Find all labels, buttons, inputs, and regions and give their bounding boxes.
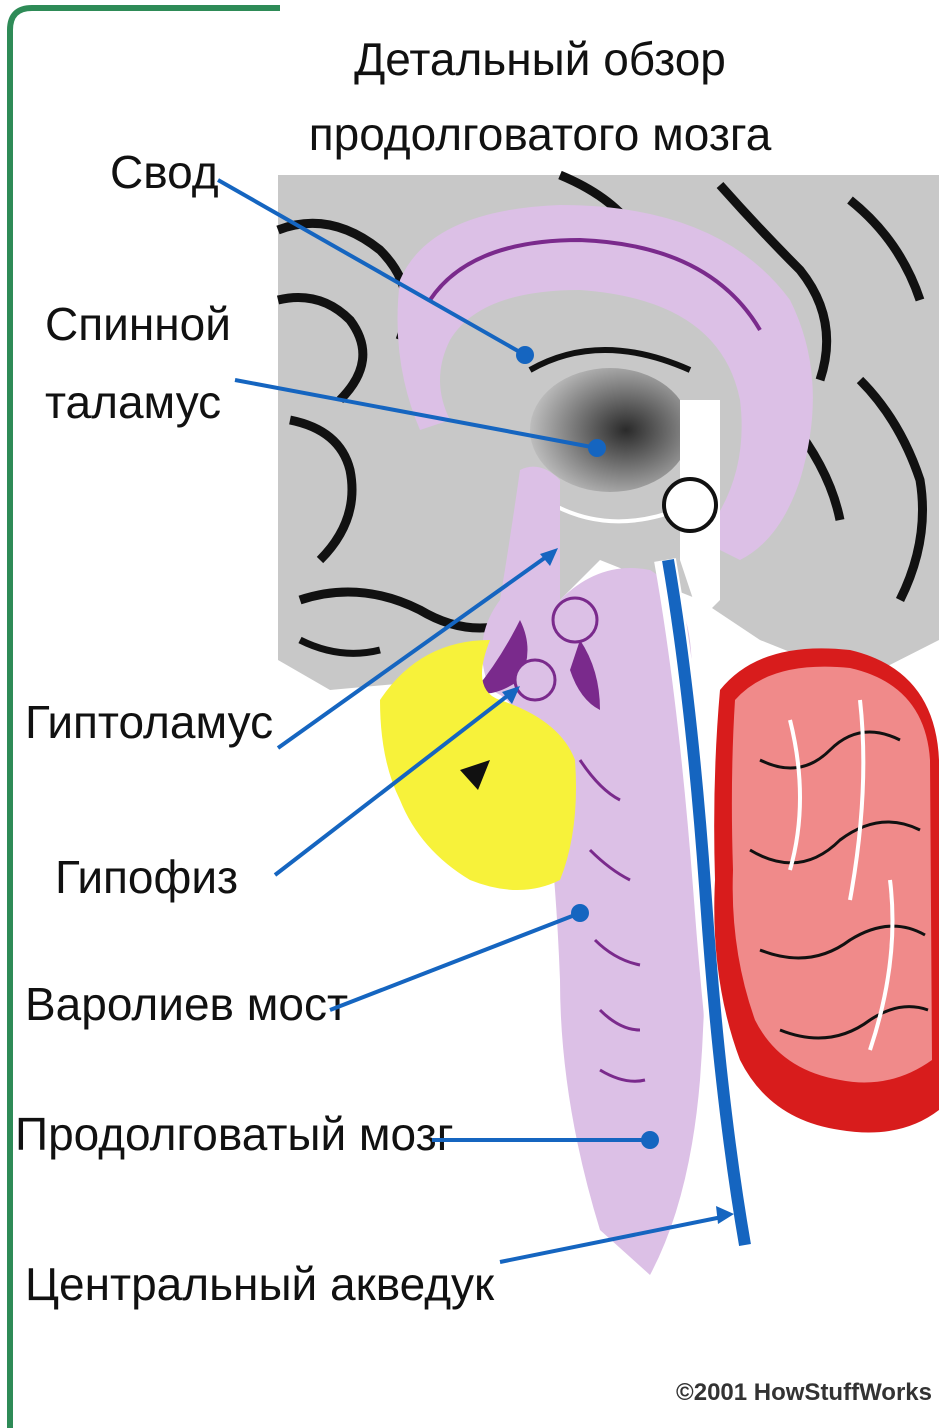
leader-thalamus-dot xyxy=(588,439,606,457)
label-aqueduct: Центральный акведук xyxy=(25,1258,495,1310)
leader-medulla-dot xyxy=(641,1131,659,1149)
label-hypothalamus: Гиптоламус xyxy=(25,696,273,748)
label-pituitary: Гипофиз xyxy=(55,851,238,903)
label-pons: Варолиев мост xyxy=(25,978,348,1030)
leader-fornix-dot xyxy=(516,346,534,364)
label-medulla: Продолговатый мозг xyxy=(15,1108,453,1160)
cerebellum xyxy=(714,648,939,1132)
label-fornix: Свод xyxy=(110,146,219,198)
credit-text: ©2001 HowStuffWorks xyxy=(676,1379,932,1406)
leader-pons xyxy=(330,913,580,1010)
label-thalamus-line-2: таламус xyxy=(45,376,221,428)
leader-pons-dot xyxy=(571,904,589,922)
label-thalamus-line-1: Спинной xyxy=(45,298,231,350)
title-line-2: продолговатого мозга xyxy=(309,108,772,160)
title-line-1: Детальный обзор xyxy=(354,33,726,85)
